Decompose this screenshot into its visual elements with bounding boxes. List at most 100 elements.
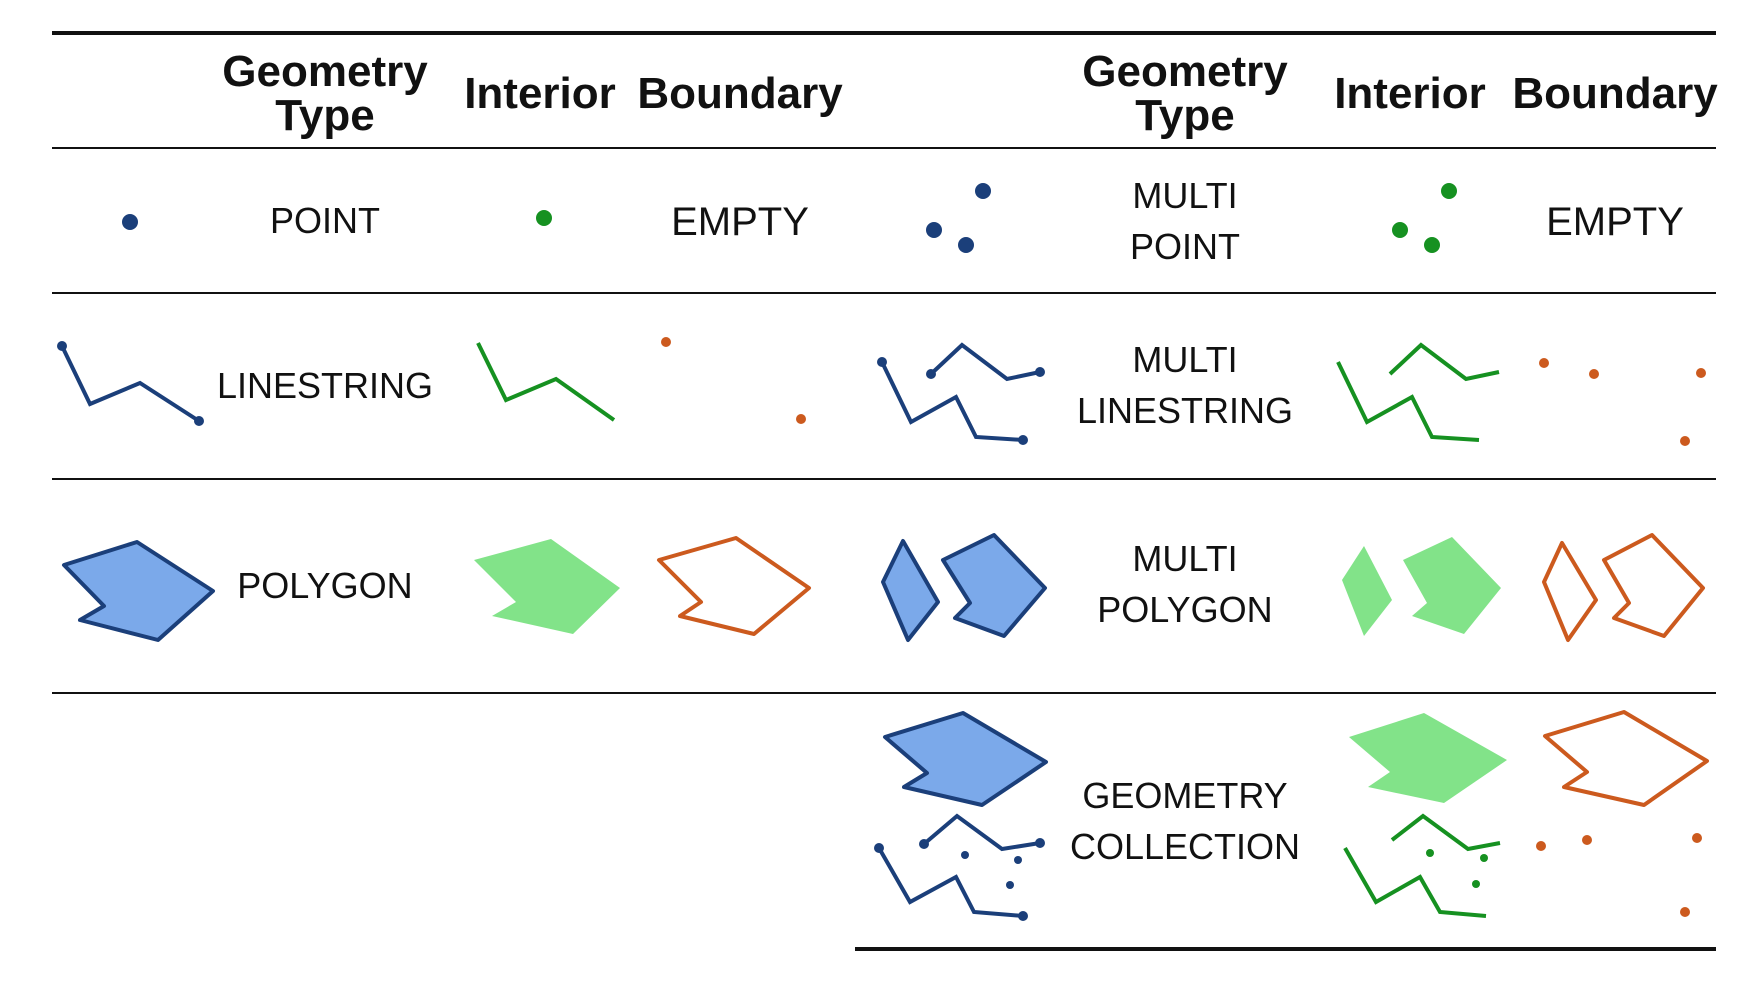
boundary-dot [1692,833,1702,843]
polygon-part [881,539,940,642]
line-endpoint [1035,367,1045,377]
label-line1: MULTI [1132,175,1238,216]
multipoint-dot [975,183,991,199]
collection-boundary-ring [1543,710,1709,807]
collection-interior-point [1472,880,1480,888]
multilinestring-boundary [1539,358,1706,446]
collection-line-endpoint [919,839,929,849]
multipoint-interior-dot [1392,222,1408,238]
collection-line-a [877,847,1024,918]
line-a [880,361,1024,442]
line-endpoint [877,357,887,367]
collection-boundary [1536,710,1709,917]
collection-line-endpoint [874,843,884,853]
header-rule [52,147,1716,149]
header-boundary-left: Boundary [637,69,843,118]
collection-polygon [883,711,1048,807]
label-line2: COLLECTION [1069,826,1301,867]
linestring-geometry [57,341,204,426]
label-point: POINT [269,200,380,241]
label-multipolygon: MULTI POLYGON [1070,533,1300,635]
multilinestring-geometry [877,342,1045,445]
collection-point [1006,881,1014,889]
multipolygon-boundary [1542,533,1705,642]
header-geometry-type-left: Geometry Type [210,50,440,138]
interior-part [1342,546,1392,636]
collection-line-endpoint [1035,838,1045,848]
point-geometry [122,214,138,230]
interior-line-a [1336,361,1480,442]
boundary-dot [661,337,671,347]
line-endpoint [926,369,936,379]
top-rule [52,31,1716,35]
multipolygon-geometry [881,533,1047,642]
collection-geometry [874,711,1048,921]
boundary-dot [1696,368,1706,378]
row-rule-2 [52,478,1716,480]
linestring-boundary [661,337,806,424]
collection-interior-line [1390,813,1501,852]
header-geometry-line1: Geometry [222,47,428,96]
header-geometry-line2: Type [1135,91,1235,140]
multipoint-dot [958,237,974,253]
label-geometry-collection: GEOMETRY COLLECTION [1050,770,1320,872]
label-polygon: POLYGON [237,565,413,606]
line-b [929,342,1041,382]
linestring-endpoint [194,416,204,426]
collection-interior-point [1480,854,1488,862]
polygon-part [941,533,1047,638]
collection-point [961,851,969,859]
row-rule-3 [52,692,1716,694]
boundary-dot [1680,907,1690,917]
header-interior-left: Interior [464,69,616,118]
multipoint-interior [1392,183,1457,253]
header-interior-right: Interior [1334,69,1486,118]
collection-interior-polygon [1349,713,1507,803]
label-linestring: LINESTRING [216,365,434,406]
boundary-dot [1589,369,1599,379]
label-line2: POLYGON [1097,589,1273,630]
linestring-line [60,345,201,423]
boundary-dot [1536,841,1546,851]
linestring-endpoint [57,341,67,351]
header-geometry-line1: Geometry [1082,47,1288,96]
boundary-dot [1539,358,1549,368]
boundary-ring [1602,533,1705,638]
collection-interior-line [1343,847,1487,918]
boundary-empty-multipoint: EMPTY [1546,200,1684,244]
multilinestring-interior [1336,342,1500,442]
label-multipoint: MULTI POINT [1070,170,1300,272]
header-boundary-right: Boundary [1512,69,1718,118]
interior-line-b [1388,342,1500,382]
polygon-interior [474,539,620,634]
collection-line-b [922,813,1041,852]
collection-interior-point [1426,849,1434,857]
multipoint-dot [926,222,942,238]
line-endpoint [1018,435,1028,445]
multipoint-geometry [926,183,991,253]
header-geometry-type-right: Geometry Type [1070,50,1300,138]
boundary-empty-point: EMPTY [671,200,809,244]
label-multilinestring: MULTI LINESTRING [1060,334,1310,436]
multipolygon-interior [1342,537,1501,636]
collection-interior [1343,713,1507,918]
polygon-boundary [657,536,811,636]
multipoint-interior-dot [1424,237,1440,253]
boundary-dot [1582,835,1592,845]
label-line2: POINT [1129,226,1240,267]
collection-line-endpoint [1018,911,1028,921]
interior-part [1403,537,1501,634]
row-rule-1 [52,292,1716,294]
label-line1: GEOMETRY [1082,775,1288,816]
header-geometry-line2: Type [275,91,375,140]
label-line1: MULTI [1132,339,1238,380]
linestring-interior [476,342,616,422]
boundary-dot [1680,436,1690,446]
collection-point [1014,856,1022,864]
bottom-rule [855,947,1716,951]
multipoint-interior-dot [1441,183,1457,199]
label-line2: LINESTRING [1076,390,1294,431]
point-interior [536,210,552,226]
